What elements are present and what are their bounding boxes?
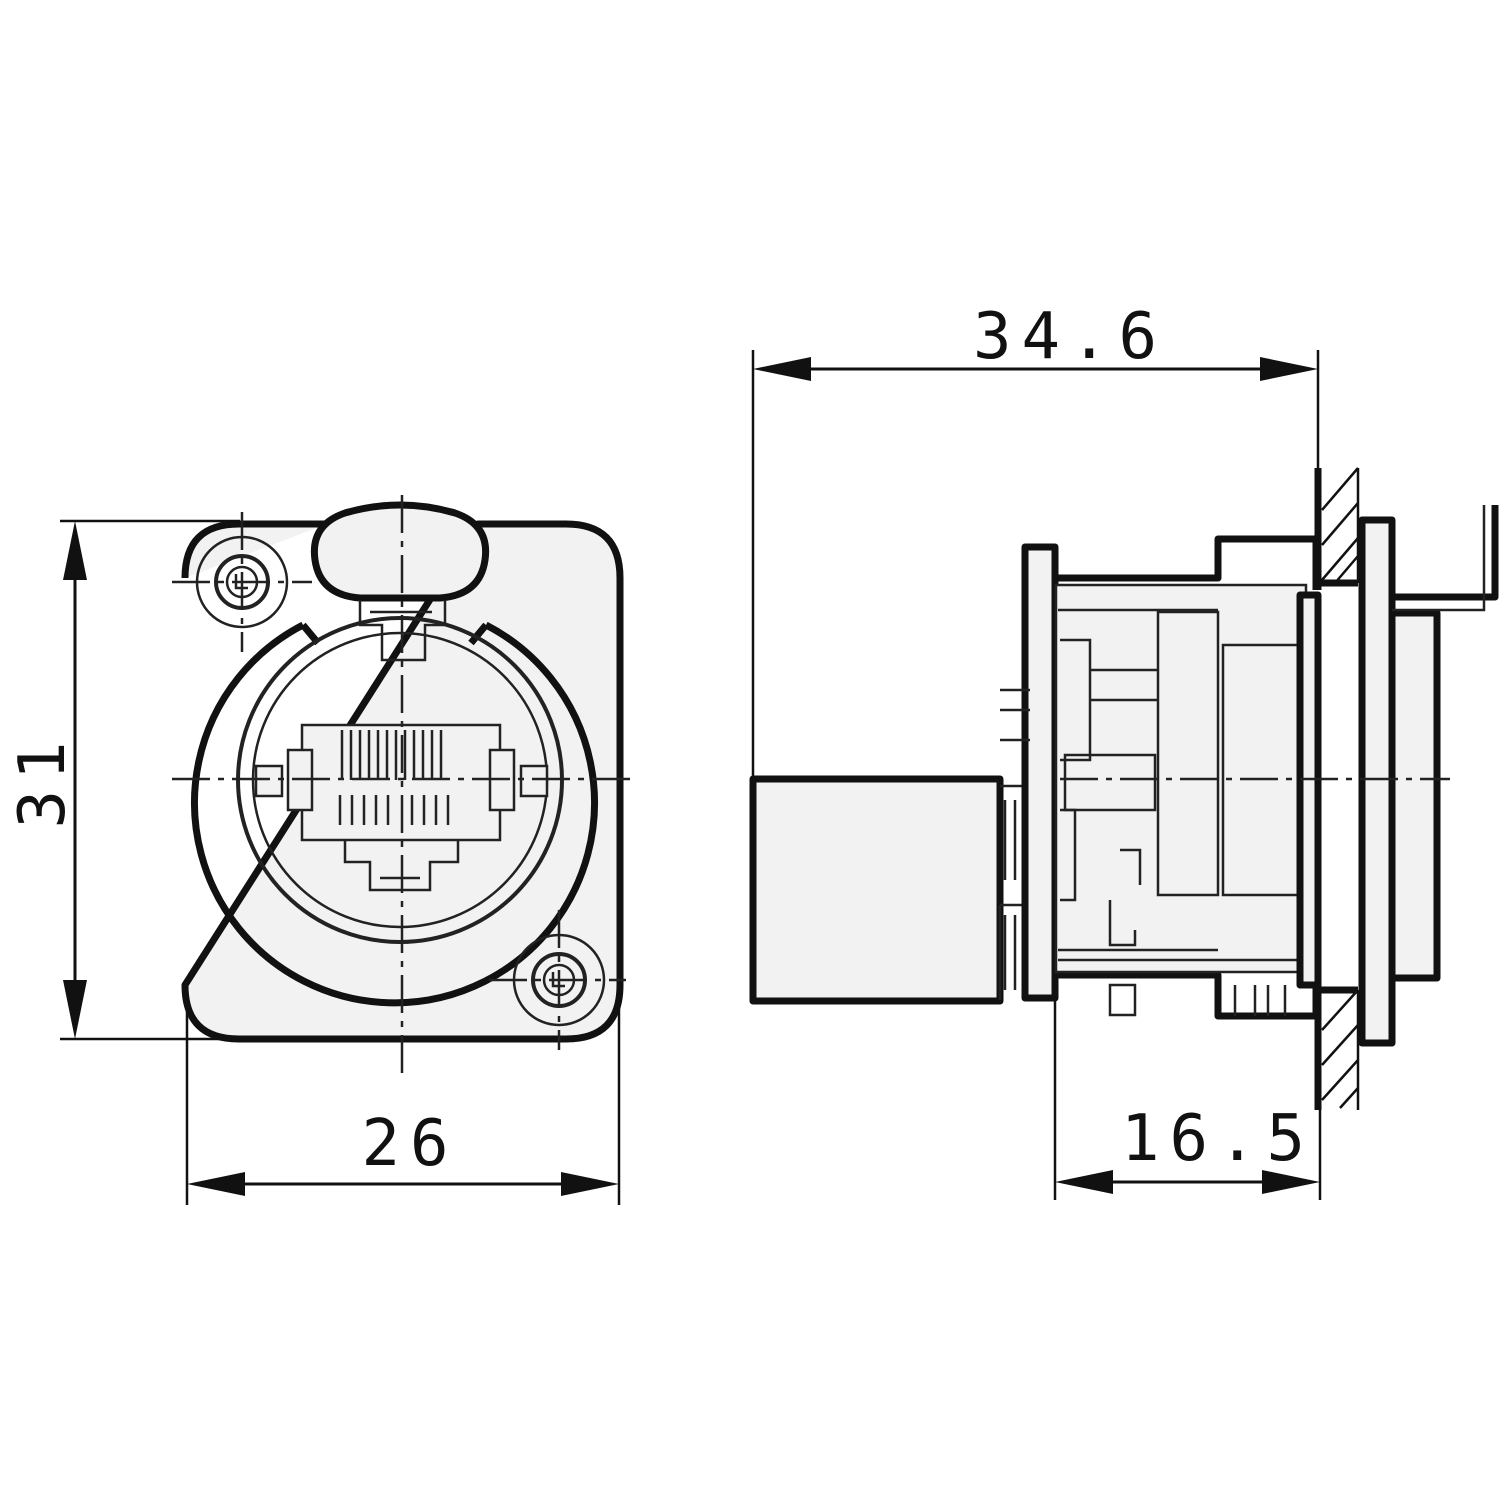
rj45-pins bbox=[338, 730, 450, 825]
front-flange-side bbox=[1296, 591, 1322, 989]
dimension-width: 26 bbox=[185, 990, 621, 1205]
front-flange-outer bbox=[1358, 516, 1396, 1047]
plug-body bbox=[749, 775, 1004, 1005]
dimension-width-label: 26 bbox=[361, 1107, 458, 1181]
mounting-bracket bbox=[1392, 505, 1499, 601]
panel-section bbox=[1314, 467, 1360, 1110]
side-view bbox=[749, 467, 1499, 1110]
dimension-depth-behind-panel: 16.5 bbox=[1053, 1000, 1322, 1200]
dimension-overall-depth-label: 34.6 bbox=[973, 300, 1167, 374]
dimension-depth-behind-panel-label: 16.5 bbox=[1121, 1102, 1315, 1176]
housing-bottom-edge bbox=[1055, 971, 1320, 1020]
front-view bbox=[172, 495, 636, 1075]
outer-ring bbox=[191, 621, 598, 1007]
housing-rear-flange bbox=[1021, 543, 1059, 1002]
latch-tab bbox=[310, 501, 490, 602]
housing-internals bbox=[1000, 608, 1305, 1017]
dimension-overall-depth: 34.6 bbox=[751, 300, 1320, 779]
front-nose bbox=[1388, 609, 1441, 982]
housing-top-edge bbox=[1055, 535, 1320, 590]
ring-end-right bbox=[468, 622, 489, 646]
dimension-height: 31 bbox=[6, 519, 240, 1041]
dimension-height-label: 31 bbox=[6, 731, 80, 828]
